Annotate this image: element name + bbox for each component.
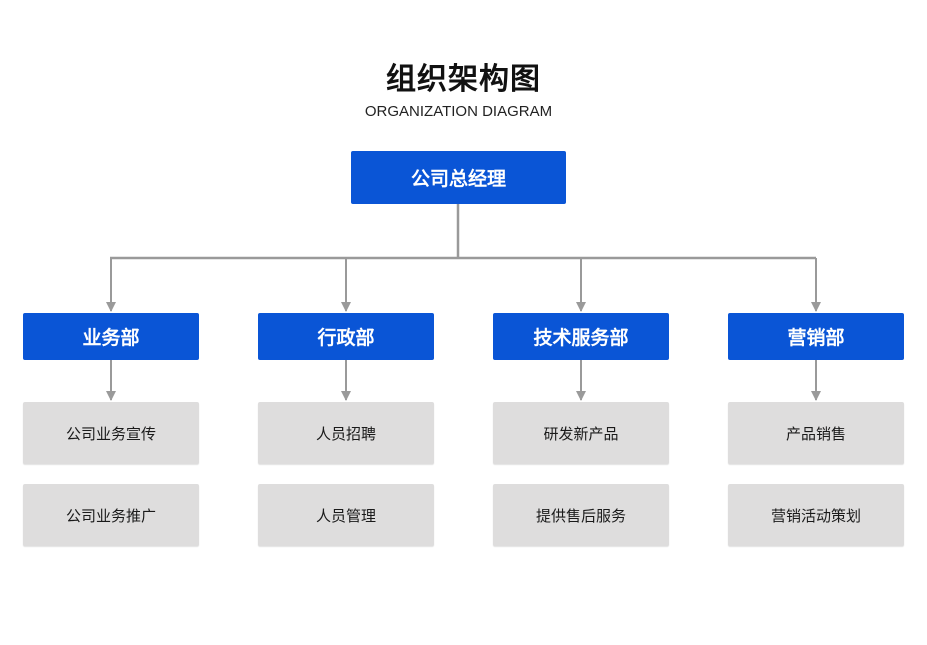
node-task-marketing-2: 营销活动策划: [728, 484, 904, 546]
node-dept-admin: 行政部: [258, 313, 434, 360]
node-dept-marketing: 营销部: [728, 313, 904, 360]
node-general-manager: 公司总经理: [351, 151, 566, 204]
node-task-business-2: 公司业务推广: [23, 484, 199, 546]
node-dept-business: 业务部: [23, 313, 199, 360]
node-task-admin-2: 人员管理: [258, 484, 434, 546]
node-task-business-1: 公司业务宣传: [23, 402, 199, 464]
page-subtitle: ORGANIZATION DIAGRAM: [364, 103, 553, 120]
node-dept-tech-service: 技术服务部: [493, 313, 669, 360]
page-title: 组织架构图: [386, 62, 541, 97]
node-task-marketing-1: 产品销售: [728, 402, 904, 464]
node-task-tech-2: 提供售后服务: [493, 484, 669, 546]
node-task-admin-1: 人员招聘: [258, 402, 434, 464]
node-task-tech-1: 研发新产品: [493, 402, 669, 464]
